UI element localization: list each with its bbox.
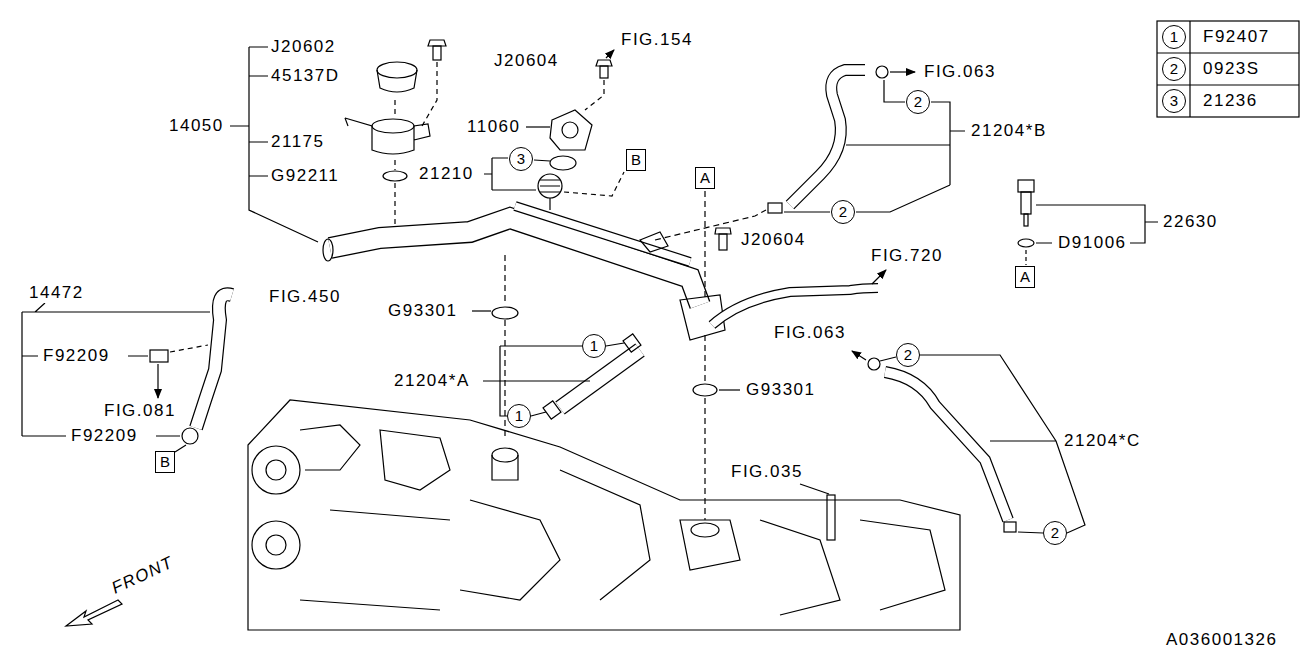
callout-number: 1 [515,408,523,424]
part-number: 21204*B [970,121,1048,141]
part-number: G92211 [270,166,340,186]
callout-number: 2 [839,204,847,220]
callout-circle: 1 [507,404,531,428]
table-cell: F92407 [1202,27,1271,47]
reference-letter: A [700,170,710,186]
part-number: J20604 [740,230,807,250]
part-number: 22630 [1162,212,1219,232]
part-number: G93301 [745,380,817,400]
callout-number: 3 [1170,93,1178,109]
part-number: 11060 [466,117,522,137]
part-number: J20604 [493,51,560,71]
reference-box: B [155,451,175,473]
part-number: J20602 [270,37,337,57]
reference-box: A [695,167,715,189]
callout-number: 1 [1170,29,1178,45]
callout-number: 2 [1051,525,1059,541]
figure-reference: FIG.450 [268,287,342,307]
callout-circle: 3 [509,147,533,171]
callout-number: 1 [590,338,598,354]
part-number: 21210 [418,164,475,184]
figure-reference: FIG.063 [773,323,847,343]
callout-circle: 2 [1162,57,1186,81]
part-number: 21204*A [393,371,471,391]
part-number: D91006 [1057,233,1128,253]
reference-box: B [626,149,646,171]
part-number: 45137D [270,66,341,86]
callout-circle: 2 [906,90,930,114]
part-number: 14472 [28,283,85,303]
reference-letter: A [1020,269,1030,285]
callout-number: 3 [517,151,525,167]
part-number: G93301 [387,301,459,321]
callout-number: 2 [904,347,912,363]
callout-circle: 1 [1162,25,1186,49]
reference-letter: B [631,152,641,168]
figure-reference: FIG.035 [730,462,804,482]
table-cell: 0923S [1202,59,1261,79]
part-number: F92209 [70,426,139,446]
part-number: 14050 [168,116,225,136]
reference-letter: B [160,454,170,470]
callout-number: 2 [914,94,922,110]
callout-circle: 2 [831,200,855,224]
part-number: 21204*C [1063,431,1142,451]
reference-box: A [1015,266,1035,288]
callout-number: 2 [1170,61,1178,77]
table-cell: 21236 [1202,91,1259,111]
figure-reference: FIG.081 [103,401,177,421]
figure-reference: FIG.720 [870,246,944,266]
figure-reference: FIG.063 [923,62,997,82]
callout-circle: 1 [582,334,606,358]
callout-circle: 2 [1043,521,1067,545]
callout-circle: 3 [1162,89,1186,113]
drawing-number: A036001326 [1165,630,1278,650]
figure-reference: FIG.154 [620,30,694,50]
direction-label: FRONT [108,552,178,599]
part-number: F92209 [42,346,111,366]
callout-circle: 2 [896,343,920,367]
part-number: 21175 [270,132,326,152]
